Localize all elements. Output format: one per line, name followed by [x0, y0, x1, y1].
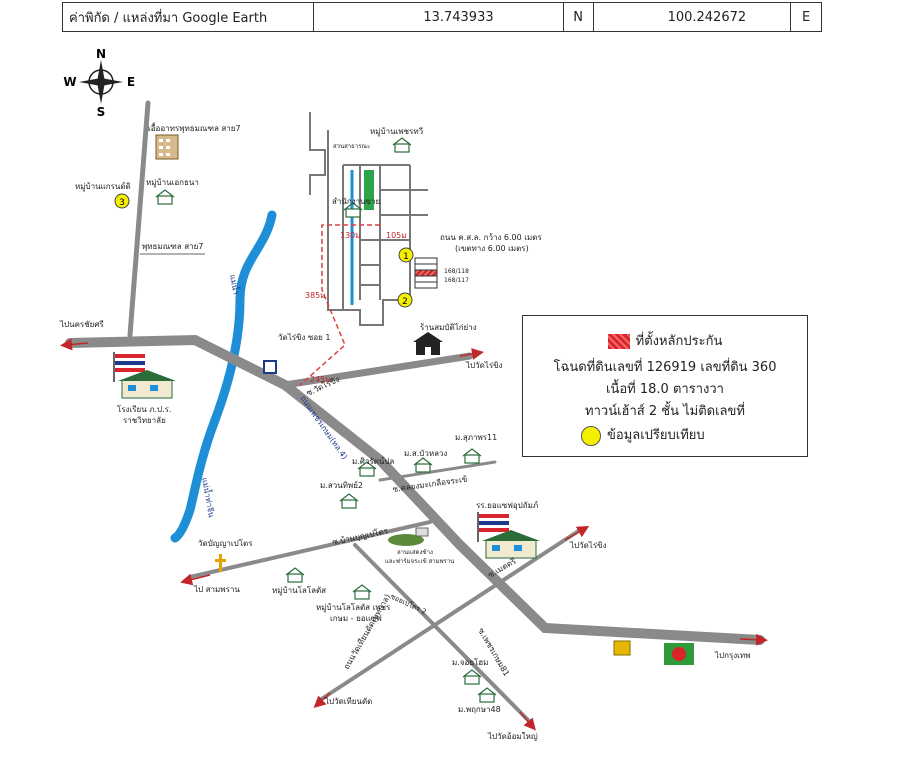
label-school: โรงเรียน ภ.ป.ร. [117, 404, 172, 414]
house-icon [357, 461, 377, 477]
label-plot-117: 168/117 [444, 277, 469, 284]
church-icon [215, 554, 226, 572]
house-icon [477, 687, 497, 703]
crocodile-farm-icon [388, 527, 429, 546]
label-village-ek: หมู่บ้านเอกธนา [146, 178, 199, 188]
shop-icon [413, 332, 443, 355]
label-m-suanthip: ม.สวนทิพย์2 [320, 480, 363, 490]
label-soi-phet: ซ.เพชรเกษม81 [476, 627, 511, 678]
legend-deed-line: โฉนดที่ดินเลขที่ 126919 เลขที่ดิน 360 [553, 360, 777, 375]
label-soi-yo: ซอยเปโตร 2 [389, 592, 428, 616]
compass-s: S [97, 105, 106, 119]
label-to-nakhon-chaisi: ไปนครชัยศรี [59, 320, 104, 329]
label-wat-rai-khing-soi: วัดไร่ขิง ซอย 1 [278, 333, 330, 342]
label-to-sam-phran: ไป สามพราน [193, 585, 240, 594]
label-public-park: สวนสาธารณะ [333, 143, 370, 150]
river [170, 210, 277, 543]
house-icons [155, 137, 497, 703]
label-soi-ban-bunyapradit: ซ.บ้านบุญเปโตร [331, 525, 389, 547]
label-dist-105: 105ม [386, 231, 407, 240]
svg-text:2: 2 [402, 297, 408, 307]
roads [65, 100, 765, 724]
store-logo-icon [613, 640, 694, 665]
label-to-wat-rai-khing2: ไปวัดไร่ขิง [569, 541, 607, 550]
house-icon [343, 202, 363, 218]
svg-text:3: 3 [119, 198, 125, 208]
label-office: สำนักงานขาย [332, 197, 380, 206]
coordinates-label: ค่าพิกัด / แหล่งที่มา Google Earth [63, 3, 315, 31]
label-dist-385: 385ม [305, 291, 326, 300]
label-soi-mettri: ซ.เมตตรี [487, 556, 519, 579]
label-st-joseph: รร.ยอแซฟอุปถัมภ์ [476, 500, 538, 510]
label-m-suphap: ม.สุภาพร11 [455, 433, 497, 442]
house-icon [352, 584, 372, 600]
label-dist-130: 130ม [340, 231, 361, 240]
latitude-value: 13.743933 [314, 3, 564, 31]
house-icon [155, 189, 175, 205]
compare-marker-icon [581, 425, 601, 446]
compass-e: E [127, 75, 135, 89]
label-village-grand: หมู่บ้านแกรนด์ดิ [75, 181, 131, 192]
house-icon [339, 493, 359, 509]
label-school2: ราชวิทยาลัย [123, 416, 166, 425]
route-path [299, 224, 380, 386]
legend-building-line: ทาวน์เฮ้าส์ 2 ชั้น ไม่ติดเลขที่ [585, 404, 745, 419]
latitude-direction: N [564, 3, 594, 31]
label-market: ลานแสดงช้าง [397, 549, 433, 556]
label-village-lotus3: เกษม - ยอแซฟ [330, 614, 382, 623]
school-icon [113, 352, 176, 399]
label-river2: แม่น้ำท่าจีน [200, 476, 218, 518]
label-village-lotus: หมู่บ้านโลโลตัส [272, 585, 326, 596]
house-icon [462, 448, 482, 464]
direction-arrows [60, 338, 768, 731]
longitude-direction: E [801, 9, 811, 25]
legend-compare-row: ข้อมูลเปรียบเทียบ [581, 424, 865, 446]
school-icon [477, 512, 540, 559]
longitude-value: 100.242672 [594, 3, 792, 31]
label-to-bangkok: ไปกรุงเทพ [714, 651, 750, 660]
house-icon [413, 457, 433, 473]
label-food-building: เอื้ออาทรพุทธมณฑล สาย7 [148, 122, 241, 133]
legend-marker-row: ที่ตั้งหลักประกัน [523, 330, 807, 351]
coordinates-table: ค่าพิกัด / แหล่งที่มา Google Earth 13.74… [62, 2, 822, 32]
building-icon [155, 134, 179, 160]
legend-area-line: เนื้อที่ 18.0 ตารางวา [606, 382, 724, 397]
compass-icon: N S E W [63, 47, 135, 119]
legend-marker-label: ที่ตั้งหลักประกัน [635, 334, 723, 349]
label-m-siwarat: ม.ศิวรัตน์ปล [352, 456, 394, 466]
village-grid [309, 112, 428, 326]
plot-rows [414, 257, 438, 289]
label-m-phrukpha: ม.พฤกษา48 [458, 705, 501, 714]
house-icon [462, 669, 482, 685]
label-grocery: ร้านสมบัติไก่ย่าง [420, 323, 477, 332]
label-market2: และฟาร์มจระเข้ สามพราน [385, 557, 454, 565]
label-to-wat-rai-khing: ไปวัดไร่ขิง [465, 361, 503, 370]
compare-points: 1 2 3 [114, 193, 414, 308]
house-icon [392, 137, 412, 153]
label-m-joy: ม.จอยโฮม [452, 657, 488, 667]
label-dist-245: 245ม [310, 375, 331, 384]
label-road-width2: (เขตทาง 6.00 เมตร) [455, 244, 529, 253]
label-village-phet: หมู่บ้านเพชรทวี [370, 127, 423, 137]
route-sign-icon [263, 360, 277, 374]
label-phutthamonthon7: พุทธมณฑล สาย7 [142, 242, 203, 251]
label-village-lotus2: หมู่บ้านโลโลตัส เพชร [316, 602, 391, 613]
map-legend: ที่ตั้งหลักประกัน โฉนดที่ดินเลขที่ 12691… [522, 315, 808, 457]
label-to-wat-om-yai: ไปวัดอ้อมใหญ่ [487, 732, 538, 741]
house-icon [285, 567, 305, 583]
park-area [364, 170, 374, 210]
legend-compare-label: ข้อมูลเปรียบเทียบ [607, 428, 705, 443]
svg-text:1: 1 [403, 252, 409, 262]
compass-n: N [96, 47, 106, 61]
label-to-wat-thian: ไปวัดเทียนดัด [324, 697, 372, 706]
label-m-buathong: ม.ส.บัวหลวง [404, 449, 447, 458]
label-road-width: ถนน ค.ส.ล. กว้าง 6.00 เมตร [440, 233, 542, 242]
label-plot-118: 168/118 [444, 268, 469, 275]
label-wat-bunyapradit: วัดบัญญาเปโตร [198, 538, 253, 548]
collateral-marker-icon [607, 334, 630, 349]
compass-w: W [63, 75, 76, 89]
